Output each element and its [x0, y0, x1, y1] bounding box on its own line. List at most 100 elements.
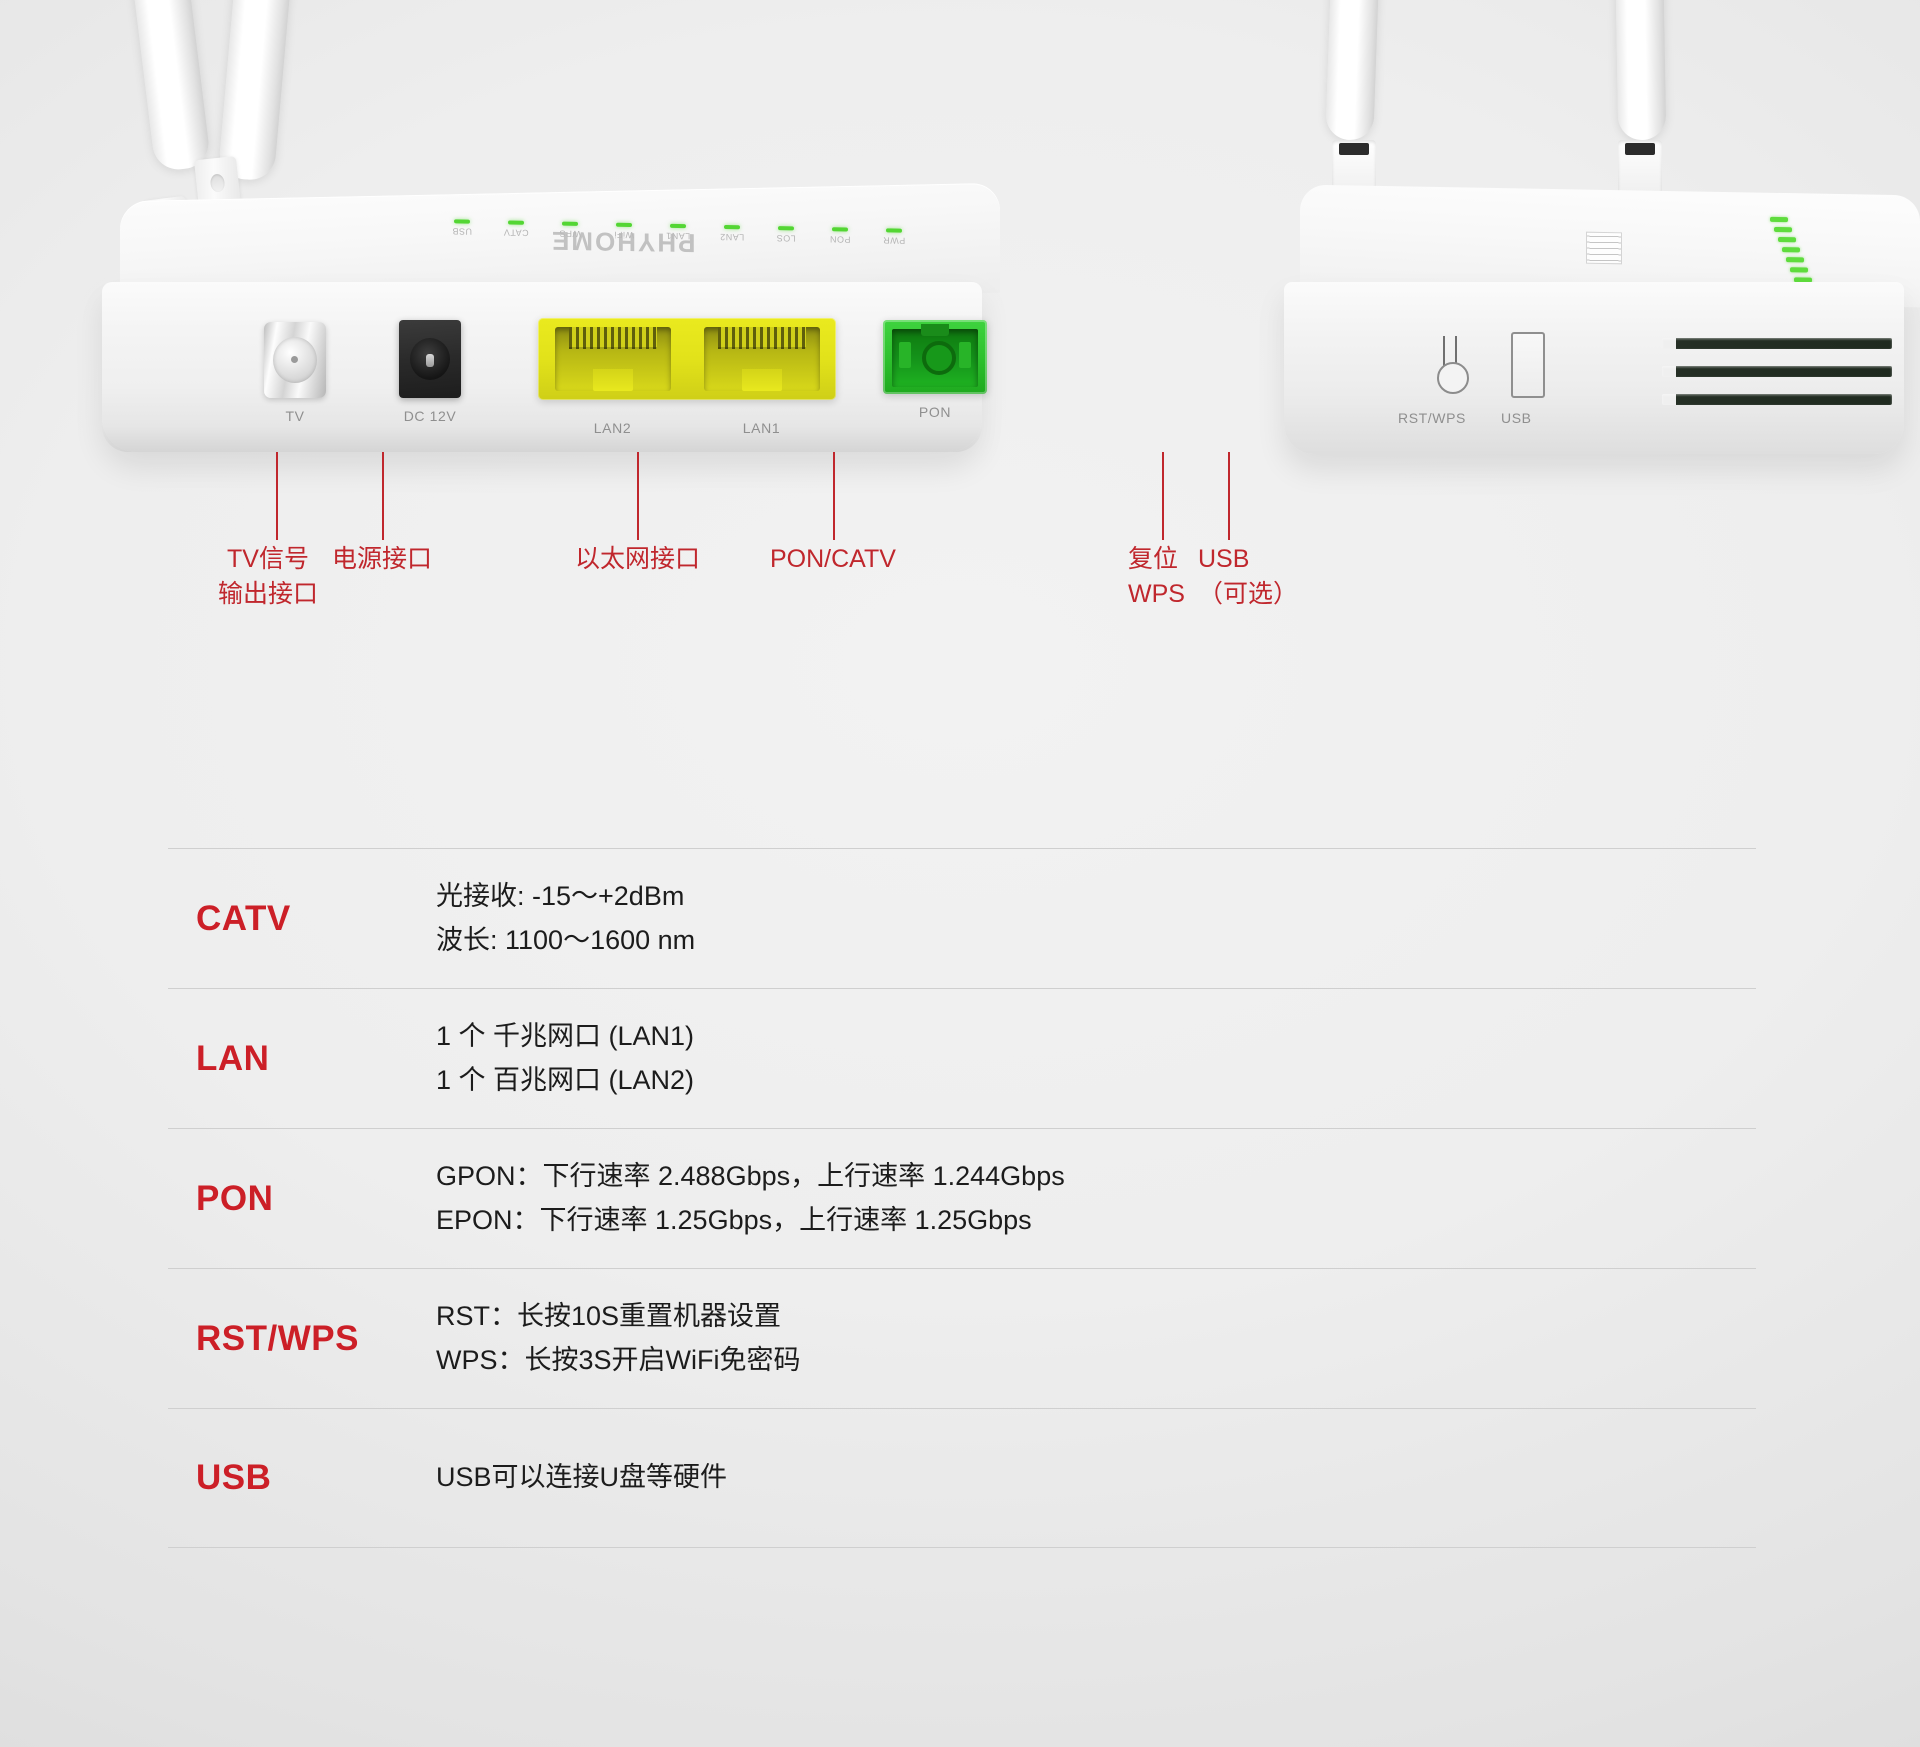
ventilation-slots — [1662, 338, 1892, 418]
pon-port-group: PON — [860, 320, 1010, 420]
antenna-right-1 — [1325, 0, 1383, 141]
led-dot-icon — [886, 228, 902, 233]
table-row: CATV 光接收: -15～+2dBm 波长: 1100～1600 nm — [168, 848, 1756, 988]
port-caption-lan2: LAN2 — [593, 420, 632, 436]
rst-wps-pinhole-icon — [1431, 336, 1471, 396]
router-right-view: RST/WPS USB — [1284, 0, 1920, 620]
lan-ports-group: LAN2 LAN1 — [522, 318, 852, 436]
leader-line-usb — [1228, 452, 1230, 540]
vent-slot — [1662, 366, 1892, 377]
led-dot-icon — [1778, 237, 1796, 243]
spec-line: 波长: 1100～1600 nm — [436, 924, 696, 955]
antenna-left-1 — [120, 0, 212, 173]
callout-usb-optional: USB （可选） — [1198, 545, 1299, 608]
spec-line: EPON：下行速率 1.25Gbps，上行速率 1.25Gbps — [436, 1204, 1032, 1235]
callout-ethernet-port: 以太网接口 — [575, 545, 701, 573]
port-caption-rst-wps: RST/WPS — [1398, 410, 1466, 426]
leader-line-pon-catv — [833, 452, 835, 540]
spec-line: GPON：下行速率 2.488Gbps，上行速率 1.244Gbps — [436, 1160, 1065, 1191]
callout-reset-wps: 复位 WPS — [1128, 545, 1185, 608]
leader-line-power — [382, 452, 384, 540]
spec-line: 光接收: -15～+2dBm — [436, 880, 685, 911]
led-dot-icon — [1790, 267, 1808, 273]
usb-port-icon — [1511, 332, 1545, 398]
spec-key-pon: PON — [196, 1178, 274, 1218]
led-dot-icon — [508, 220, 524, 225]
led-label: PWR — [882, 235, 906, 246]
table-row: LAN 1 个 千兆网口 (LAN1) 1 个 百兆网口 (LAN2) — [168, 988, 1756, 1128]
antenna-hinge-4 — [1618, 140, 1662, 192]
leader-line-reset-wps — [1162, 452, 1164, 540]
led-label: LOS — [776, 233, 796, 244]
specification-table: CATV 光接收: -15～+2dBm 波长: 1100～1600 nm LAN… — [168, 848, 1756, 1548]
spec-value-rst-wps: RST：长按10S重置机器设置 WPS：长按3S开启WiFi免密码 — [436, 1295, 1756, 1382]
product-label-sticker — [1586, 231, 1622, 265]
led-lan2: LAN2 — [708, 206, 756, 243]
leader-line-ethernet — [637, 452, 639, 540]
led-dot-icon — [454, 219, 470, 224]
leader-line-tv — [276, 452, 278, 540]
vent-slot — [1662, 338, 1892, 349]
led-pwr: PWR — [870, 209, 918, 246]
led-dot-icon — [724, 224, 740, 230]
led-label: CATV — [503, 227, 529, 238]
led-pon: PON — [816, 208, 864, 245]
product-photo-stage: PWR PON LOS LAN2 LAN1 WiFi — [0, 0, 1920, 820]
port-caption-pon: PON — [918, 404, 952, 420]
rj45-lan2-icon — [554, 327, 671, 391]
router-left-view: PWR PON LOS LAN2 LAN1 WiFi — [102, 0, 1210, 620]
pon-sc-connector-icon — [883, 320, 987, 394]
spec-line: 1 个 千兆网口 (LAN1) — [436, 1020, 695, 1051]
led-dot-icon — [832, 227, 848, 232]
lan-port-shell — [538, 318, 836, 400]
led-usb: USB — [438, 200, 486, 237]
pinhole-ring — [1437, 362, 1469, 394]
led-label: PON — [829, 234, 851, 245]
port-caption-lan1: LAN1 — [742, 420, 781, 436]
spec-key-usb: USB — [196, 1458, 272, 1497]
led-dot-icon — [1786, 257, 1804, 263]
spec-key-rst-wps: RST/WPS — [196, 1318, 359, 1358]
callout-tv-signal-output: TV信号 输出接口 — [218, 545, 319, 608]
pon-ferrule — [922, 341, 956, 376]
vent-slot — [1662, 394, 1892, 405]
lan-captions: LAN2 LAN1 — [538, 410, 836, 436]
antenna-right-2 — [1613, 0, 1667, 141]
led-label: LAN2 — [719, 231, 745, 243]
led-catv: CATV — [492, 201, 540, 238]
led-dot-icon — [1774, 226, 1792, 233]
spec-value-usb: USB可以连接U盘等硬件 — [436, 1456, 1756, 1500]
led-dot-icon — [778, 226, 794, 231]
callout-pon-catv-port: PON/CATV — [770, 545, 896, 573]
spec-line: 1 个 百兆网口 (LAN2) — [436, 1064, 695, 1095]
spec-value-lan: 1 个 千兆网口 (LAN1) 1 个 百兆网口 (LAN2) — [436, 1015, 1756, 1102]
pin-stem-right — [1455, 336, 1457, 366]
spec-key-catv: CATV — [196, 898, 291, 938]
callout-power-port: 电源接口 — [332, 545, 433, 573]
tv-port-group: TV — [240, 322, 350, 424]
antenna-hinge-3 — [1332, 140, 1376, 192]
pon-clip-right — [959, 342, 971, 369]
rj45-lan1-icon — [703, 327, 820, 391]
brand-logo: PHYHOME — [550, 225, 696, 259]
spec-line: USB可以连接U盘等硬件 — [436, 1462, 728, 1493]
spec-line: RST：长按10S重置机器设置 — [436, 1300, 782, 1331]
led-dot-icon — [1770, 216, 1788, 223]
pin-stem-left — [1443, 336, 1445, 366]
table-row: RST/WPS RST：长按10S重置机器设置 WPS：长按3S开启WiFi免密… — [168, 1268, 1756, 1408]
port-caption-usb: USB — [1501, 410, 1532, 426]
coax-f-connector-icon — [264, 322, 326, 398]
spec-key-lan: LAN — [196, 1038, 270, 1078]
led-los: LOS — [762, 207, 810, 244]
dc-power-port-group: DC 12V — [350, 320, 510, 424]
spec-value-pon: GPON：下行速率 2.488Gbps，上行速率 1.244Gbps EPON：… — [436, 1155, 1756, 1242]
spec-value-catv: 光接收: -15～+2dBm 波长: 1100～1600 nm — [436, 875, 1756, 962]
led-dot-icon — [1782, 247, 1800, 253]
port-caption-dc: DC 12V — [403, 408, 457, 424]
pon-clip-left — [899, 342, 911, 369]
antenna-left-2 — [217, 0, 303, 182]
table-row: PON GPON：下行速率 2.488Gbps，上行速率 1.244Gbps E… — [168, 1128, 1756, 1268]
table-row: USB USB可以连接U盘等硬件 — [168, 1408, 1756, 1548]
dc-jack-icon — [399, 320, 461, 398]
led-label: USB — [452, 226, 473, 237]
